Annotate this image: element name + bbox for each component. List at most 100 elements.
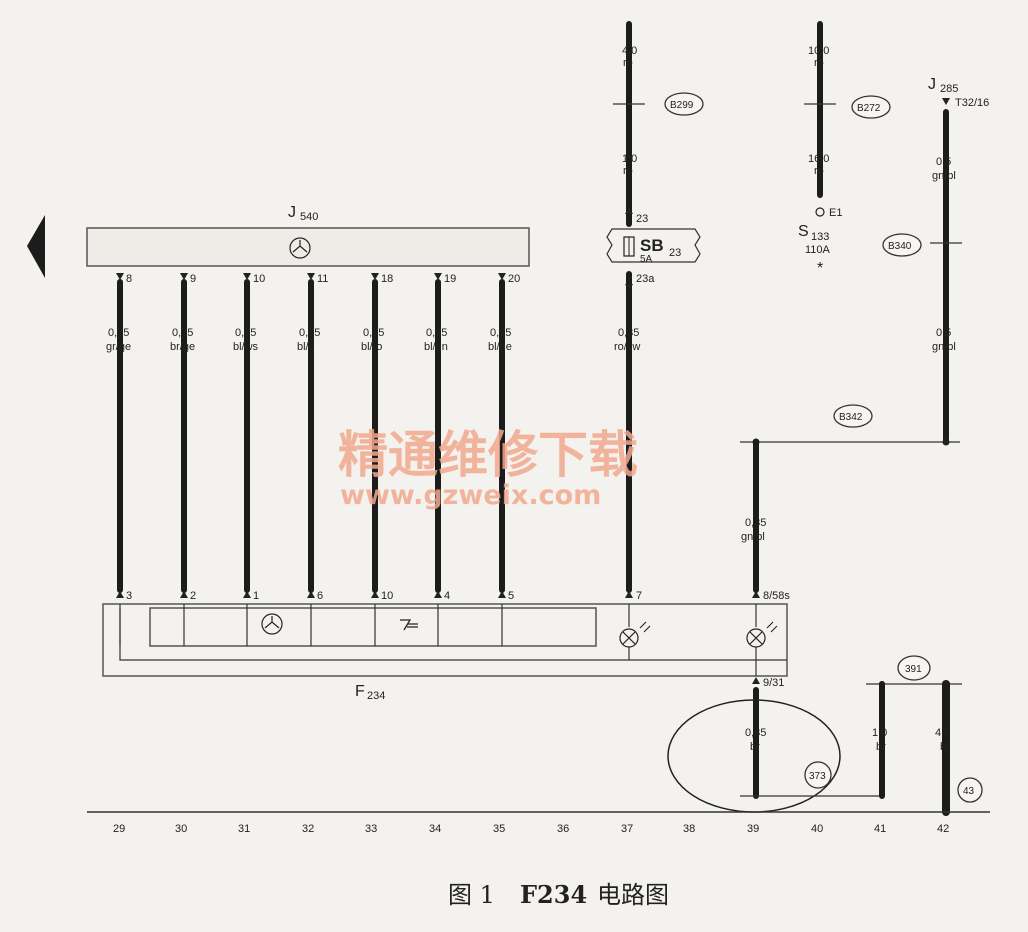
svg-text:B272: B272: [857, 103, 881, 114]
watermark-title: 精通维修下载: [338, 426, 638, 484]
wire-size: 0,35: [108, 327, 129, 339]
lamp-icon: [619, 621, 651, 648]
ref-b342: B342: [833, 404, 873, 428]
track-number: 32: [302, 823, 314, 835]
j540-module: J 540: [86, 204, 530, 267]
svg-text:43: 43: [963, 786, 975, 797]
wire-bottom-pin: 6: [317, 590, 323, 602]
j540-sub: 540: [300, 211, 318, 223]
switch-symbol-icon: [400, 619, 418, 631]
light-wire: B342 0,35 gn/bl 8/58s: [740, 404, 960, 676]
wire-top-pin: 18: [381, 273, 393, 285]
track-number: 31: [238, 823, 250, 835]
feed-mid-size: 1,0: [622, 153, 637, 165]
ground-1-color: br: [750, 741, 760, 753]
bus-wire: 9 0,35 br/ge 2: [170, 273, 196, 646]
j285-label: J: [928, 76, 936, 93]
wire-color: bl/ge: [488, 341, 512, 353]
track-number: 30: [175, 823, 187, 835]
j285-lower-color: gn/bl: [932, 341, 956, 353]
watermark-url: www.gzweix.com: [340, 480, 601, 511]
wire-size: 0,35: [363, 327, 384, 339]
j285-sub: 285: [940, 83, 958, 95]
wire-top-pin: 20: [508, 273, 520, 285]
lamp-icon-2: [746, 621, 778, 648]
s133-sub: 133: [811, 231, 829, 243]
f234-pin-8: 8/58s: [763, 590, 790, 602]
track-number: 37: [621, 823, 633, 835]
wire-size: 0,35: [172, 327, 193, 339]
track-number: 40: [811, 823, 823, 835]
wire-size: 0,35: [299, 327, 320, 339]
wire-size: 0,35: [490, 327, 511, 339]
j285-connector: T32/16: [955, 97, 989, 109]
track-number: 42: [937, 823, 949, 835]
ref-b272: B272: [851, 95, 891, 119]
wire-top-pin: 9: [190, 273, 196, 285]
wire-top-pin: 10: [253, 273, 265, 285]
s133-rating: 110A: [805, 244, 831, 256]
j285-wire: J 285 T32/16 0,5 gn/bl 0,5 gn/bl B340: [882, 76, 989, 445]
svg-text:B299: B299: [670, 100, 694, 111]
battery-lower-color: ro: [814, 165, 824, 177]
ref-b340: B340: [882, 233, 922, 257]
f234-pin-9: 9/31: [763, 677, 784, 689]
battery-lower-size: 16,0: [808, 153, 829, 165]
ground-1-size: 0,35: [745, 727, 766, 739]
wire-color: bl/ws: [233, 341, 259, 353]
feed-upper-size: 4,0: [622, 45, 637, 57]
wire-color: bl/li: [297, 341, 314, 353]
light-wire-size: 0,35: [745, 517, 766, 529]
bus-wire: 20 0,35 bl/ge 5: [488, 273, 520, 646]
wire-size: 0,35: [235, 327, 256, 339]
wire-color: gr/ge: [106, 341, 131, 353]
ground-3-color: br: [940, 741, 950, 753]
svg-text:B340: B340: [888, 241, 912, 252]
j285-upper-size: 0,5: [936, 156, 951, 168]
track-number: 34: [429, 823, 441, 835]
ground-wires: 9/31 0,35 br 373 391 1,0 br 4,0 br 43: [667, 655, 983, 816]
feed-bottom-pin: 7: [636, 590, 642, 602]
wire-bottom-pin: 5: [508, 590, 514, 602]
bus-wire: 19 0,35 bl/gn 4: [424, 273, 456, 646]
ref-391: 391: [897, 655, 931, 681]
j540-label: J: [288, 204, 296, 221]
ref-b299: B299: [664, 92, 704, 116]
ground-2-size: 1,0: [872, 727, 887, 739]
wire-bottom-pin: 3: [126, 590, 132, 602]
wire-bottom-pin: 4: [444, 590, 450, 602]
wire-top-pin: 11: [317, 273, 328, 285]
steering-wheel-icon: [289, 237, 311, 259]
caption-prefix: 图 1: [448, 881, 495, 909]
wire-bottom-pin: 2: [190, 590, 196, 602]
wire-bottom-pin: 10: [381, 590, 393, 602]
wire-color: bl/ro: [361, 341, 382, 353]
bus-wire: 11 0,35 bl/li 6: [297, 273, 328, 646]
s133-mark: *: [817, 260, 823, 277]
feed-upper-color: ro: [623, 57, 633, 69]
battery-upper-color: ro: [814, 57, 824, 69]
light-wire-color: gn/bl: [741, 531, 765, 543]
battery-feed: 10,0 ro 16,0 ro B272 E1 S 133 110A *: [798, 21, 891, 277]
wire-size: 0,35: [426, 327, 447, 339]
sb23-pin-in: 23: [636, 213, 648, 225]
battery-upper-size: 10,0: [808, 45, 829, 57]
svg-text:B342: B342: [839, 412, 863, 423]
wire-top-pin: 19: [444, 273, 456, 285]
j285-lower-size: 0,5: [936, 327, 951, 339]
caption-title: F234: [520, 880, 587, 909]
sb23-label: SB: [640, 236, 664, 255]
wire-bottom-pin: 1: [253, 590, 259, 602]
track-number: 33: [365, 823, 377, 835]
f234-module: F 234: [102, 603, 788, 702]
track-number: 38: [683, 823, 695, 835]
wire-color: br/ge: [170, 341, 195, 353]
wire-color: bl/gn: [424, 341, 448, 353]
ground-3-size: 4,0: [935, 727, 950, 739]
f234-sub: 234: [367, 690, 385, 702]
track-number: 29: [113, 823, 125, 835]
feed-mid-color: ro: [623, 165, 633, 177]
svg-text:373: 373: [809, 771, 826, 782]
